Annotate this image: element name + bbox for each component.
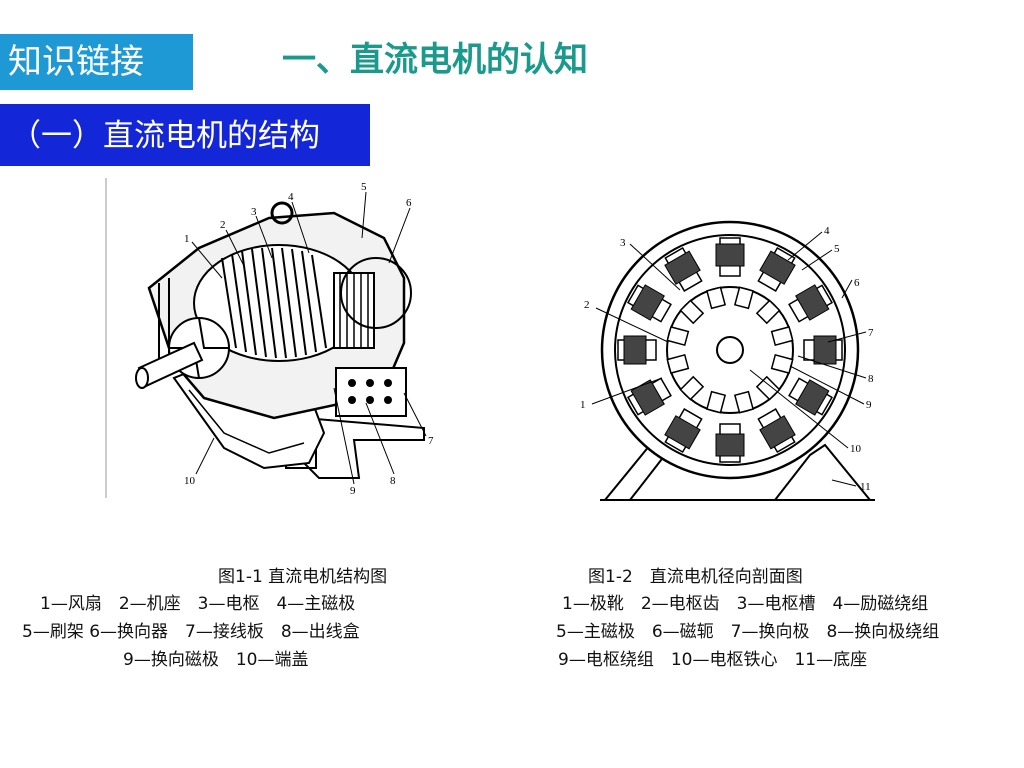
callout-9: 9: [866, 399, 872, 411]
callout-9: 9: [350, 485, 356, 497]
winding-coil: [759, 415, 796, 450]
winding-coil: [715, 433, 745, 457]
commutating-pole: [757, 408, 796, 454]
figure1-legend-line1: 1—风扇 2—机座 3—电枢 4—主磁极: [40, 594, 356, 614]
callout-5: 5: [834, 243, 840, 255]
subtitle-text: （一）直流电机的结构: [10, 118, 320, 154]
armature-slot: [666, 353, 690, 374]
armature-slot: [770, 326, 794, 347]
callout-8: 8: [390, 475, 396, 487]
armature-slot: [706, 390, 727, 414]
armature-slot: [755, 375, 781, 401]
callout-6: 6: [854, 277, 860, 289]
commutating-pole: [664, 246, 703, 292]
main-pole: [788, 377, 834, 416]
figure2-legend-line1: 1—极靴 2—电枢齿 3—电枢槽 4—励磁绕组: [562, 594, 929, 614]
callout-7: 7: [868, 327, 874, 339]
armature-slot: [733, 390, 754, 414]
commutating-pole: [757, 246, 796, 292]
winding-coil: [664, 250, 701, 285]
armature-slot: [666, 326, 690, 347]
figure1-caption: 图1-1 直流电机结构图: [218, 567, 388, 587]
callout-2: 2: [220, 219, 226, 231]
callout-6: 6: [406, 197, 412, 209]
motor-cross-section-figure: 1 2 3 4 5 6 7 8 9 10 11: [580, 220, 875, 501]
callout-3: 3: [620, 237, 626, 249]
main-pole: [788, 284, 834, 323]
callout-8: 8: [868, 373, 874, 385]
winding-coil: [715, 243, 745, 267]
main-pole: [626, 377, 672, 416]
armature-slot: [679, 299, 705, 325]
figure1-legend-line3: 9—换向磁极 10—端盖: [123, 650, 309, 670]
winding-coil: [630, 284, 665, 321]
section-tag: 知识链接: [0, 34, 193, 90]
winding-coil: [664, 415, 701, 450]
winding-coil: [623, 335, 647, 365]
commutating-pole: [617, 335, 657, 365]
commutating-pole: [664, 408, 703, 454]
subtitle-banner: （一）直流电机的结构: [0, 104, 370, 166]
callout-1: 1: [184, 233, 190, 245]
callout-3: 3: [251, 206, 257, 218]
callout-1: 1: [580, 399, 586, 411]
figure2-caption: 图1-2 直流电机径向剖面图: [588, 567, 803, 587]
motor-structure-figure: 1 2 3 4 5 6 7 8 9 10: [105, 178, 434, 498]
figure1-legend-line2: 5—刷架 6—换向器 7—接线板 8—出线盒: [22, 622, 360, 642]
armature-slot: [706, 286, 727, 310]
commutating-pole: [803, 335, 843, 365]
main-pole: [626, 284, 672, 323]
winding-coil: [759, 250, 796, 285]
winding-coil: [795, 379, 830, 416]
winding-coil: [795, 284, 830, 321]
page-title: 一、直流电机的认知: [282, 40, 588, 80]
main-pole: [715, 237, 745, 277]
figure2-legend-line2: 5—主磁极 6—磁轭 7—换向极 8—换向极绕组: [556, 622, 940, 642]
callout-11: 11: [860, 481, 871, 493]
armature-slot: [755, 299, 781, 325]
callout-7: 7: [428, 435, 434, 447]
callout-10: 10: [850, 443, 862, 455]
main-pole: [715, 423, 745, 463]
callout-4: 4: [288, 191, 294, 203]
armature-slot: [733, 286, 754, 310]
callout-2: 2: [584, 299, 590, 311]
callout-10: 10: [184, 475, 196, 487]
figure2-legend-line3: 9—电枢绕组 10—电枢铁心 11—底座: [558, 650, 868, 670]
winding-coil: [813, 335, 837, 365]
callout-4: 4: [824, 225, 830, 237]
callout-5: 5: [361, 181, 367, 193]
armature-slot: [679, 375, 705, 401]
